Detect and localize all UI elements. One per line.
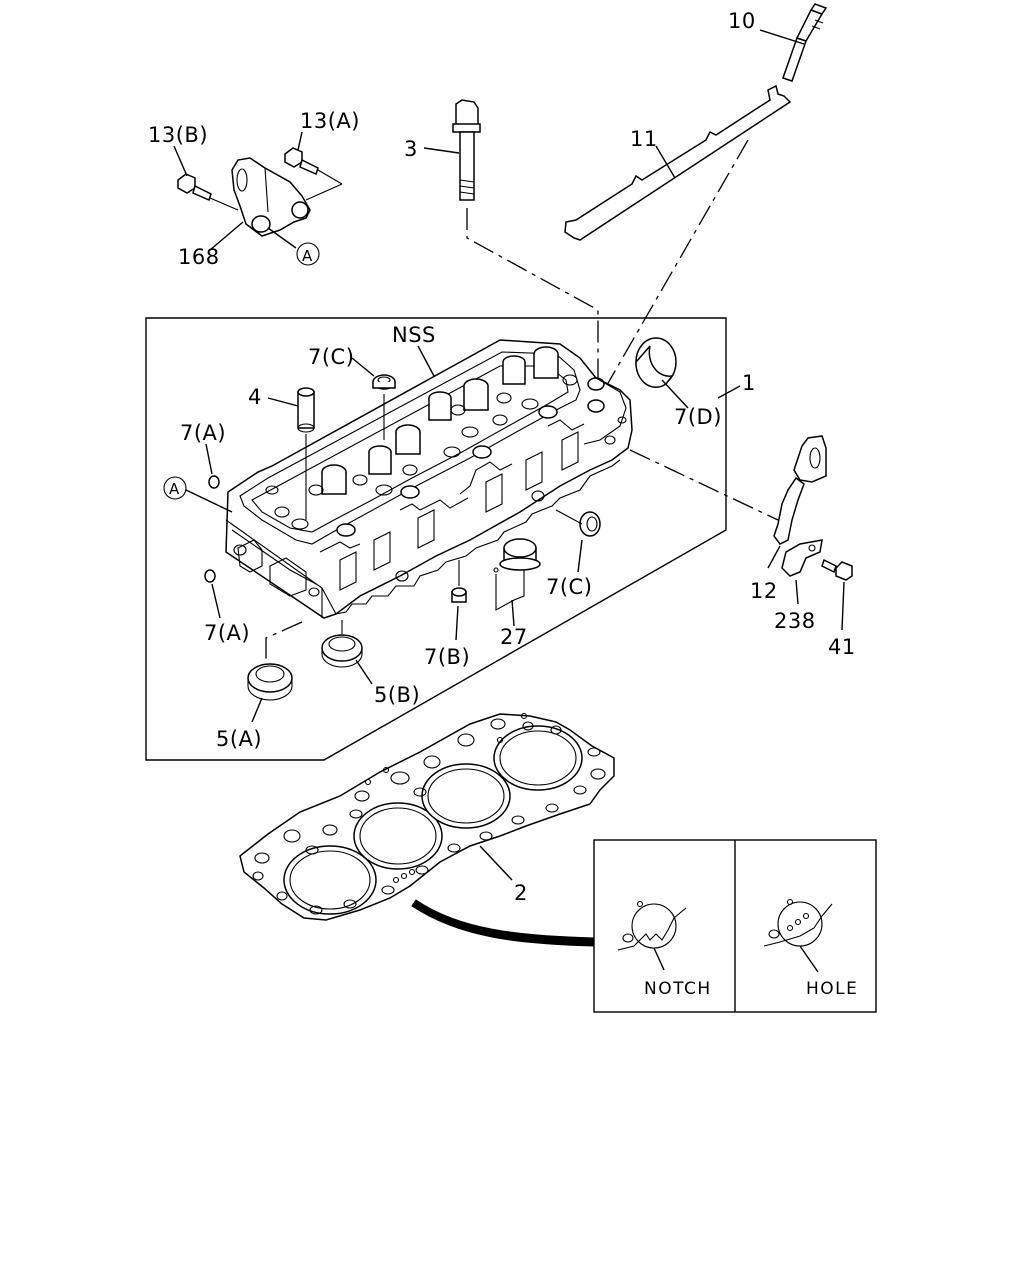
- callout-7a-bottom: 7(A): [204, 621, 250, 645]
- head-bolt-3: [452, 99, 481, 201]
- leader-13b: [173, 145, 188, 177]
- bracket-168: [231, 157, 311, 237]
- callout-238: 238: [774, 609, 816, 633]
- leader-7a-bottom: [211, 583, 221, 619]
- notch-detail: [617, 900, 687, 971]
- plug-7b: [451, 560, 467, 603]
- detail-box: [593, 839, 877, 1013]
- reference-a-left-letter: A: [169, 480, 180, 498]
- callout-7d: 7(D): [674, 405, 722, 429]
- seal-5a: [247, 663, 293, 701]
- plug-7c-top: [372, 374, 396, 440]
- leader-13a: [297, 131, 303, 151]
- reference-circle-a-top: [296, 242, 320, 266]
- plug-7a-bottom: [204, 569, 216, 583]
- leader-5a: [251, 697, 263, 723]
- callout-1: 1: [742, 371, 756, 395]
- leader-nss: [417, 345, 435, 377]
- callout-3: 3: [404, 137, 418, 161]
- clamp-238: [781, 539, 823, 577]
- leader-41: [841, 581, 845, 631]
- callout-12: 12: [750, 579, 778, 603]
- leader-11: [655, 145, 676, 179]
- callout-7c-top: 7(C): [308, 345, 354, 369]
- leader-4: [267, 397, 299, 407]
- callout-4: 4: [248, 385, 262, 409]
- label-notch: NOTCH: [644, 979, 712, 999]
- bolt-13b: [177, 173, 212, 202]
- leader-12: [767, 545, 781, 569]
- callout-2: 2: [514, 881, 528, 905]
- plug-7c-bottom: [555, 509, 601, 537]
- leader-238: [795, 579, 799, 605]
- callout-41: 41: [828, 635, 856, 659]
- callout-7a-top: 7(A): [180, 421, 226, 445]
- glow-plug-connector: [564, 84, 792, 241]
- callout-11: 11: [630, 127, 658, 151]
- leader-7b: [455, 605, 459, 641]
- callout-13a: 13(A): [300, 109, 360, 133]
- leader-5b: [355, 659, 373, 685]
- glow-plug: [759, 3, 828, 82]
- assembly-frame: [145, 317, 727, 761]
- bracket-12: [773, 435, 827, 545]
- head-gasket: [239, 712, 615, 921]
- reference-circle-a-left: [163, 476, 187, 500]
- label-nss: NSS: [392, 323, 436, 347]
- callout-10: 10: [728, 9, 756, 33]
- cylinder-head: [225, 339, 633, 619]
- bolt-13a: [284, 147, 319, 176]
- callout-13b: 13(B): [148, 123, 208, 147]
- seal-5a-path: [265, 621, 303, 662]
- leader-2: [479, 845, 513, 881]
- leader-7c-top: [351, 357, 375, 377]
- leader-7a-top: [205, 443, 213, 475]
- plug-7a-top: [208, 475, 220, 489]
- detail-arrow: [411, 899, 595, 947]
- callout-5a: 5(A): [216, 727, 262, 751]
- leader-27: [511, 599, 515, 627]
- callout-7b: 7(B): [424, 645, 470, 669]
- plug-7d: [635, 337, 677, 388]
- leader-7c-bottom: [577, 539, 583, 573]
- leader-7d: [661, 379, 689, 409]
- callout-168: 168: [178, 245, 220, 269]
- callout-7c-bottom: 7(C): [546, 575, 592, 599]
- cap-27: [493, 538, 541, 611]
- leader-168: [209, 221, 244, 251]
- callout-5b: 5(B): [374, 683, 420, 707]
- callout-27: 27: [500, 625, 528, 649]
- bolt-3-path: [466, 208, 599, 388]
- reference-a-top-letter: A: [302, 247, 313, 265]
- hole-detail: [763, 898, 833, 973]
- label-hole: HOLE: [806, 979, 858, 999]
- bolt-41: [821, 558, 853, 581]
- leader-1: [717, 385, 741, 399]
- bracket-path: [629, 449, 779, 521]
- dowel-4: [297, 387, 315, 520]
- connector-path: [595, 139, 749, 405]
- seal-5b: [321, 620, 363, 668]
- leader-3: [423, 147, 460, 154]
